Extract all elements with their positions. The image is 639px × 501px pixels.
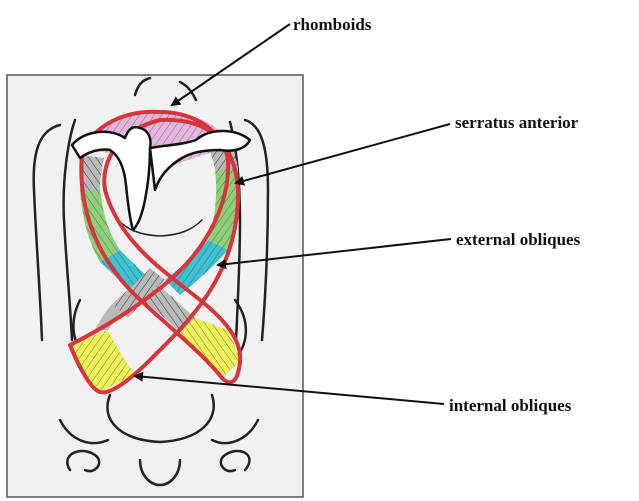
rhomboids-label: rhomboids bbox=[293, 16, 371, 33]
internal-obliques-label: internal obliques bbox=[449, 397, 571, 414]
serratus-anterior-label: serratus anterior bbox=[455, 114, 578, 131]
external-obliques-label: external obliques bbox=[456, 231, 580, 248]
